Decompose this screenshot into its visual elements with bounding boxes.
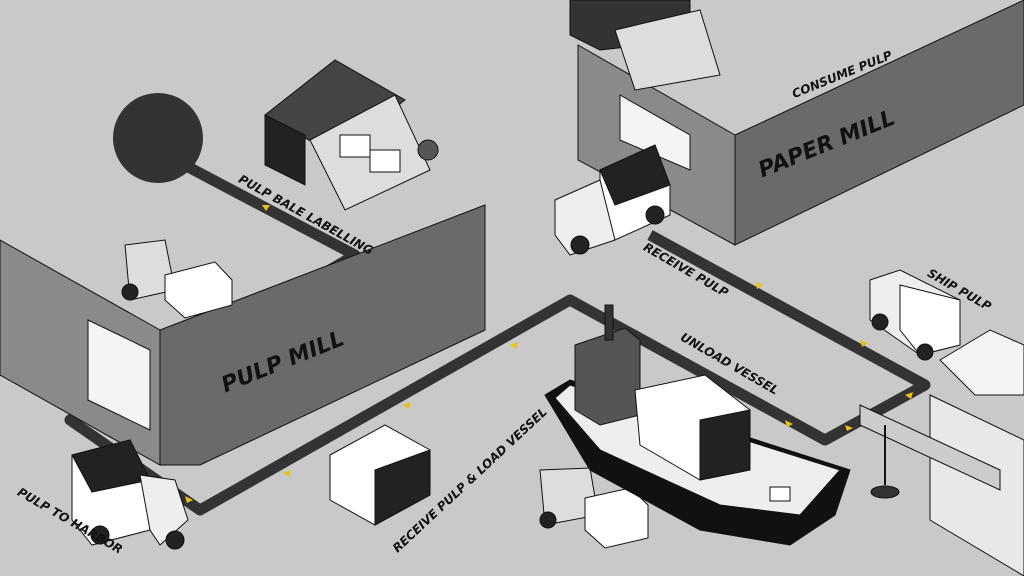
start-node: [113, 93, 203, 183]
port-building: [929, 329, 1024, 576]
truck-pulp-to-harbor: [71, 439, 189, 550]
forklift-harbor: [539, 467, 649, 549]
harbor-crane: [859, 404, 1001, 499]
truck-receive-pulp: [554, 144, 671, 256]
cargo-vessel: [544, 304, 851, 546]
top-machine: [569, 0, 721, 91]
forklift-pulp-mill: [121, 239, 233, 319]
pulp-mill-building: [0, 204, 486, 466]
truck-ship-pulp: [869, 269, 961, 361]
labelling-machine: [264, 59, 439, 211]
paper-mill-building: [577, 0, 1024, 246]
pulp-bale-stack: [329, 424, 431, 526]
direction-arrows: [185, 205, 913, 503]
